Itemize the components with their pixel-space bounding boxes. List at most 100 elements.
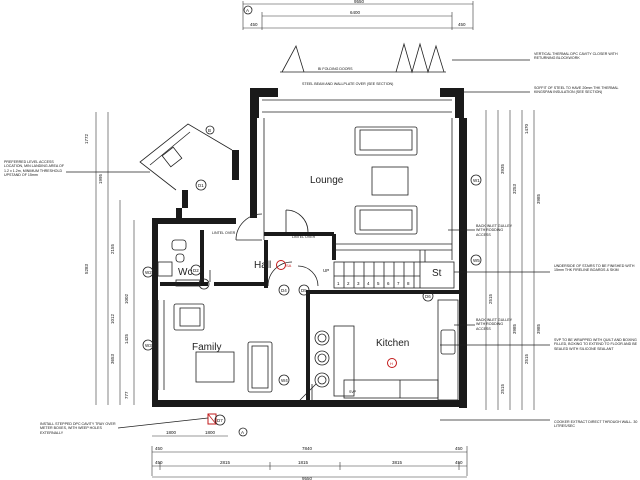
heat-detector-kitchen-icon: H xyxy=(387,358,397,368)
svg-text:450: 450 xyxy=(455,446,463,451)
top-dimensions: 9550 6400 450 450 xyxy=(242,0,474,30)
note-level-access: PREFERRED LEVEL ACCESS LOCATION, MIN LAN… xyxy=(4,160,65,178)
section-marker-top: A xyxy=(243,5,253,15)
svg-text:D2: D2 xyxy=(193,268,199,273)
svg-text:1425: 1425 xyxy=(124,333,129,344)
svp-label: SVP xyxy=(349,390,357,394)
dim-inner-top: 6400 xyxy=(350,10,361,15)
svg-text:777: 777 xyxy=(124,391,129,399)
window-tag-right: W5 W1 xyxy=(470,174,482,266)
svg-text:A: A xyxy=(246,8,249,13)
room-label-lounge: Lounge xyxy=(310,175,344,186)
room-label-store: St xyxy=(432,268,442,279)
svg-text:1470: 1470 xyxy=(524,123,529,134)
svg-text:6: 6 xyxy=(387,281,390,286)
lounge-top-hatch xyxy=(262,99,452,113)
room-label-family: Family xyxy=(192,342,221,353)
svg-text:1: 1 xyxy=(337,281,340,286)
callout-leaders xyxy=(66,59,550,429)
room-label-hall: Hall xyxy=(254,260,271,271)
store-door: D6 xyxy=(422,290,434,302)
svg-text:450: 450 xyxy=(155,446,163,451)
svg-text:3985: 3985 xyxy=(512,323,517,334)
svg-text:3985: 3985 xyxy=(536,193,541,204)
svg-text:1800: 1800 xyxy=(166,430,177,435)
family-furniture xyxy=(157,300,273,393)
note-back-inlet-2: BACK INLET GULLEY WITH RODDING ACCESS xyxy=(476,318,513,331)
svg-text:D4: D4 xyxy=(281,288,287,293)
bifold-doors: BI FOLDING DOORS STEEL BEAM AND WALLPLAT… xyxy=(280,42,446,86)
svg-text:D1: D1 xyxy=(198,183,204,188)
left-dimensions: 1772 1995 5283 2155 1002 1012 1425 3653 … xyxy=(84,112,135,405)
note-cavity-closer: VERTICAL THERMAL DPC CAVITY CLOSER WITH … xyxy=(534,52,618,61)
entrance-porch: D1 xyxy=(139,123,233,191)
svg-text:1800: 1800 xyxy=(205,430,216,435)
kitchen-fittings xyxy=(314,299,459,401)
steel-beam-label: STEEL BEAM AND WALLPLATE OVER (SEE SECTI… xyxy=(302,82,393,86)
note-cooker-extract: COOKER EXTRACT DIRECT THROUGH WALL. 30 L… xyxy=(554,420,638,429)
svg-text:D6: D6 xyxy=(425,294,431,299)
smoke-alarm-hall-icon: SA xyxy=(276,260,292,270)
svg-text:W1: W1 xyxy=(473,178,480,183)
note-underside-stairs: UNDERSIDE OF STAIRS TO BE FINISHED WITH … xyxy=(554,264,635,273)
note-svp: SVP TO BE WRAPPED WITH QUILT AND BOXING … xyxy=(554,338,638,351)
svg-text:A: A xyxy=(241,430,244,435)
svg-text:1815: 1815 xyxy=(298,460,309,465)
room-label-wc: Wc xyxy=(178,267,192,278)
hall-area: LINTEL OVER LINTEL OVER D4 D5 xyxy=(212,209,319,296)
staircase: UP 1 2 3 4 5 6 7 8 xyxy=(323,250,455,289)
meter-box xyxy=(207,413,217,425)
dim-overall-top: 9550 xyxy=(354,0,365,4)
svg-text:2515: 2515 xyxy=(524,353,529,364)
svg-text:B: B xyxy=(208,128,211,133)
svg-text:450: 450 xyxy=(455,460,463,465)
family-doors: D3 W4 W3 W2 xyxy=(142,266,290,386)
svg-text:2815: 2815 xyxy=(220,460,231,465)
door-tag-d07: D7 xyxy=(214,414,226,426)
svg-text:3653: 3653 xyxy=(110,353,115,364)
svg-text:3935: 3935 xyxy=(500,163,505,174)
bifold-label: BI FOLDING DOORS xyxy=(318,67,353,71)
svg-text:3: 3 xyxy=(357,281,360,286)
svg-text:2: 2 xyxy=(347,281,350,286)
svg-text:450: 450 xyxy=(155,460,163,465)
svg-text:1995: 1995 xyxy=(98,173,103,184)
lintel-label-2: LINTEL OVER xyxy=(292,235,316,239)
dim-right-top: 450 xyxy=(458,22,466,27)
svg-text:5: 5 xyxy=(377,281,380,286)
note-back-inlet-1: BACK INLET GULLEY WITH RODDING ACCESS xyxy=(476,224,513,237)
wc-room: D2 xyxy=(157,239,211,287)
svg-text:7840: 7840 xyxy=(302,446,313,451)
lintel-label-1: LINTEL OVER xyxy=(212,231,236,235)
svg-text:3985: 3985 xyxy=(536,323,541,334)
svg-text:SA: SA xyxy=(286,263,292,268)
walls xyxy=(152,88,467,408)
svg-text:D3: D3 xyxy=(201,282,207,287)
svg-text:W3: W3 xyxy=(145,343,152,348)
section-marker-b: B xyxy=(205,125,215,135)
right-dimensions: 3935 3253 1470 3985 2515 3985 2515 3985 … xyxy=(485,110,541,410)
svg-text:W2: W2 xyxy=(145,270,152,275)
svg-text:D5: D5 xyxy=(301,288,307,293)
bottom-dimensions: 1800 1800 450 7840 450 450 2815 1815 381… xyxy=(151,430,468,480)
svg-text:UP: UP xyxy=(323,268,329,273)
annotations: VERTICAL THERMAL DPC CAVITY CLOSER WITH … xyxy=(4,52,638,435)
note-soffit: SOFFIT OF STEEL TO HAVE 20mm THK THERMAL… xyxy=(534,86,619,95)
note-dpc-tray: INSTALL STEPPED DPC CAVITY TRAY OVER MET… xyxy=(40,422,116,435)
svg-text:3253: 3253 xyxy=(512,183,517,194)
dim-left-top: 450 xyxy=(250,22,258,27)
svg-text:1002: 1002 xyxy=(124,293,129,304)
svg-text:7: 7 xyxy=(397,281,400,286)
svg-text:H: H xyxy=(390,361,393,366)
svg-text:5283: 5283 xyxy=(84,263,89,274)
svg-text:8: 8 xyxy=(407,281,410,286)
svg-text:4: 4 xyxy=(367,281,370,286)
svg-text:2515: 2515 xyxy=(488,293,493,304)
svg-text:W4: W4 xyxy=(281,378,288,383)
svg-text:1772: 1772 xyxy=(84,133,89,144)
svg-text:3815: 3815 xyxy=(392,460,403,465)
svg-text:2515: 2515 xyxy=(500,383,505,394)
svg-text:W5: W5 xyxy=(473,258,480,263)
svg-text:9550: 9550 xyxy=(302,476,313,480)
